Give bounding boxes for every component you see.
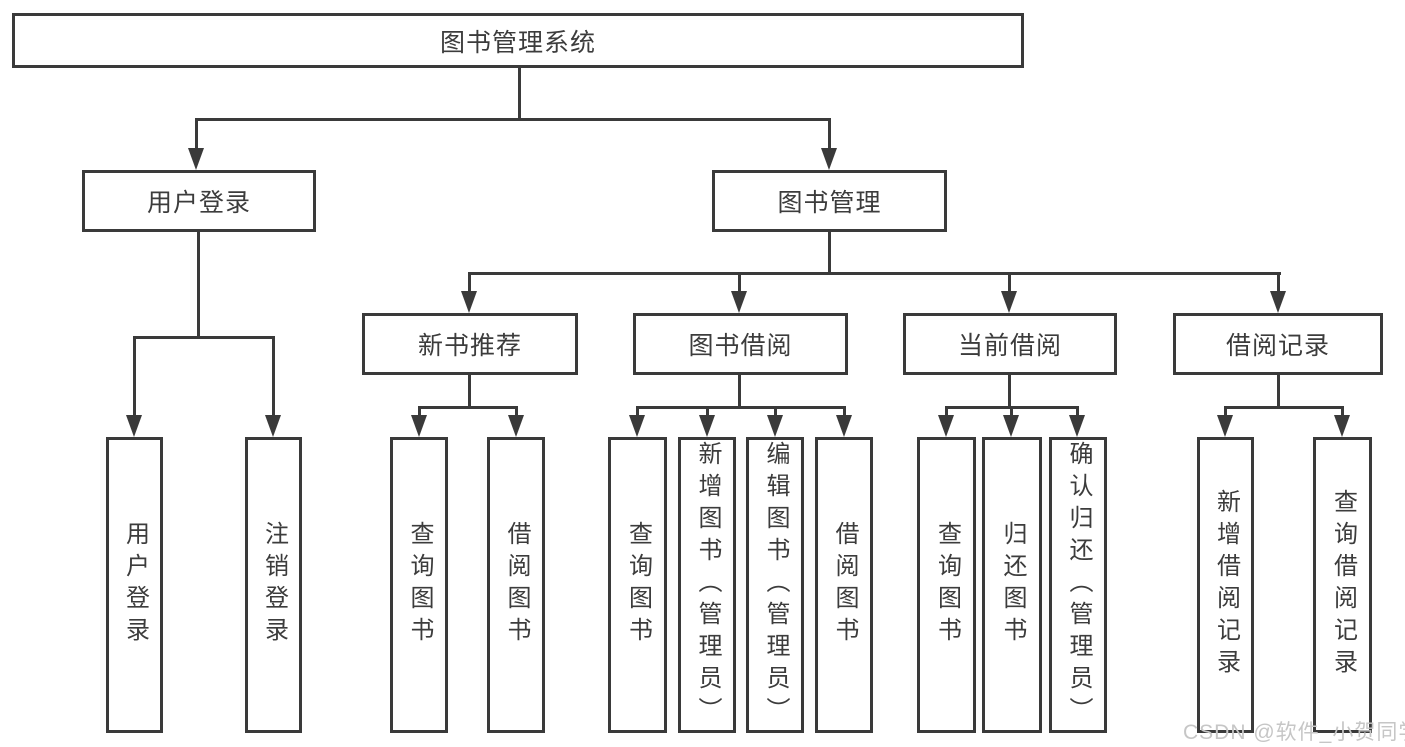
arrowhead-down-icon [1003,415,1019,437]
node-label: 图书管理 [777,189,882,217]
node-book-management: 图书管理 [712,170,947,232]
connector-line [945,406,948,420]
node-leaf-add-books-admin: 新增图书（管理员） [678,437,736,733]
connector-line [1008,375,1011,409]
connector-line [828,118,831,154]
connector-line [515,406,518,420]
node-label: 图书管理系统 [439,28,596,57]
node-label: 注销登录 [260,521,288,649]
connector-line [1277,272,1280,294]
arrowhead-down-icon [1001,291,1017,313]
arrowhead-down-icon [461,291,477,313]
connector-line [774,406,777,420]
arrowhead-down-icon [1334,415,1350,437]
node-label: 当前借阅 [957,332,1062,360]
node-new-book-recommend: 新书推荐 [362,313,578,375]
arrowhead-down-icon [767,415,783,437]
node-leaf-add-borrow-record: 新增借阅记录 [1197,437,1254,733]
node-leaf-return-books: 归还图书 [982,437,1042,733]
csdn-watermark: CSDN @软件_小贺同学 [1183,721,1405,744]
node-label: 查询图书 [624,521,652,649]
arrowhead-down-icon [1270,291,1286,313]
connector-line [706,406,709,420]
node-leaf-edit-books-admin: 编辑图书（管理员） [746,437,804,733]
connector-line [1076,406,1079,420]
node-label: 归还图书 [999,521,1026,649]
connector-line [195,118,198,154]
node-current-borrowing: 当前借阅 [903,313,1117,375]
node-leaf-query-borrow-record: 查询借阅记录 [1313,437,1372,733]
arrowhead-down-icon [629,415,645,437]
node-label: 借阅图书 [831,521,858,649]
node-leaf-query-books-3: 查询图书 [917,437,976,733]
node-label: 编辑图书（管理员） [762,441,789,729]
node-label: 查询图书 [933,521,961,649]
arrowhead-down-icon [126,415,142,437]
connector-line [738,375,741,409]
arrowhead-down-icon [731,291,747,313]
connector-line [1277,375,1280,409]
node-leaf-borrow-books-2: 借阅图书 [815,437,873,733]
node-label: 确认归还（管理员） [1065,441,1092,729]
arrowhead-down-icon [508,415,524,437]
connector-line [272,336,275,418]
connector-line [843,406,846,420]
node-leaf-query-books-1: 查询图书 [390,437,448,733]
connector-line [1341,406,1344,420]
connector-line [418,406,518,409]
connector-line [195,118,831,121]
arrowhead-down-icon [411,415,427,437]
connector-line [468,272,1281,275]
node-label: 新增借阅记录 [1212,489,1240,681]
node-user-login: 用户登录 [82,170,316,232]
connector-line [636,406,845,409]
node-label: 图书借阅 [688,332,793,360]
node-leaf-confirm-return-admin: 确认归还（管理员） [1049,437,1107,733]
connector-line [418,406,421,420]
arrowhead-down-icon [938,415,954,437]
node-borrowing-records: 借阅记录 [1173,313,1383,375]
connector-line [468,272,471,294]
connector-line [468,375,471,409]
arrowhead-down-icon [265,415,281,437]
connector-line [636,406,639,420]
connector-line [133,336,275,339]
node-label: 查询图书 [406,521,433,649]
arrowhead-down-icon [836,415,852,437]
arrowhead-down-icon [821,148,837,170]
connector-line [1008,272,1011,294]
connector-line [518,68,521,120]
connector-line [1224,406,1227,420]
arrowhead-down-icon [699,415,715,437]
arrowhead-down-icon [188,148,204,170]
node-label: 用户登录 [146,189,251,217]
arrowhead-down-icon [1217,415,1233,437]
connector-line [133,336,136,418]
arrowhead-down-icon [1069,415,1085,437]
node-label: 新书推荐 [417,332,522,360]
connector-line [738,272,741,294]
node-label: 用户登录 [121,521,149,649]
node-leaf-borrow-books-1: 借阅图书 [487,437,545,733]
node-leaf-user-login: 用户登录 [106,437,163,733]
node-label: 借阅图书 [503,521,530,649]
node-book-borrowing: 图书借阅 [633,313,848,375]
connector-line [1010,406,1013,420]
node-label: 查询借阅记录 [1329,489,1357,681]
node-leaf-logout: 注销登录 [245,437,302,733]
node-leaf-query-books-2: 查询图书 [608,437,667,733]
connector-line [828,232,831,275]
connector-line [197,232,200,336]
connector-line [1224,406,1344,409]
node-label: 新增图书（管理员） [694,441,721,729]
node-label: 借阅记录 [1225,332,1330,360]
node-library-management-system: 图书管理系统 [12,13,1024,68]
